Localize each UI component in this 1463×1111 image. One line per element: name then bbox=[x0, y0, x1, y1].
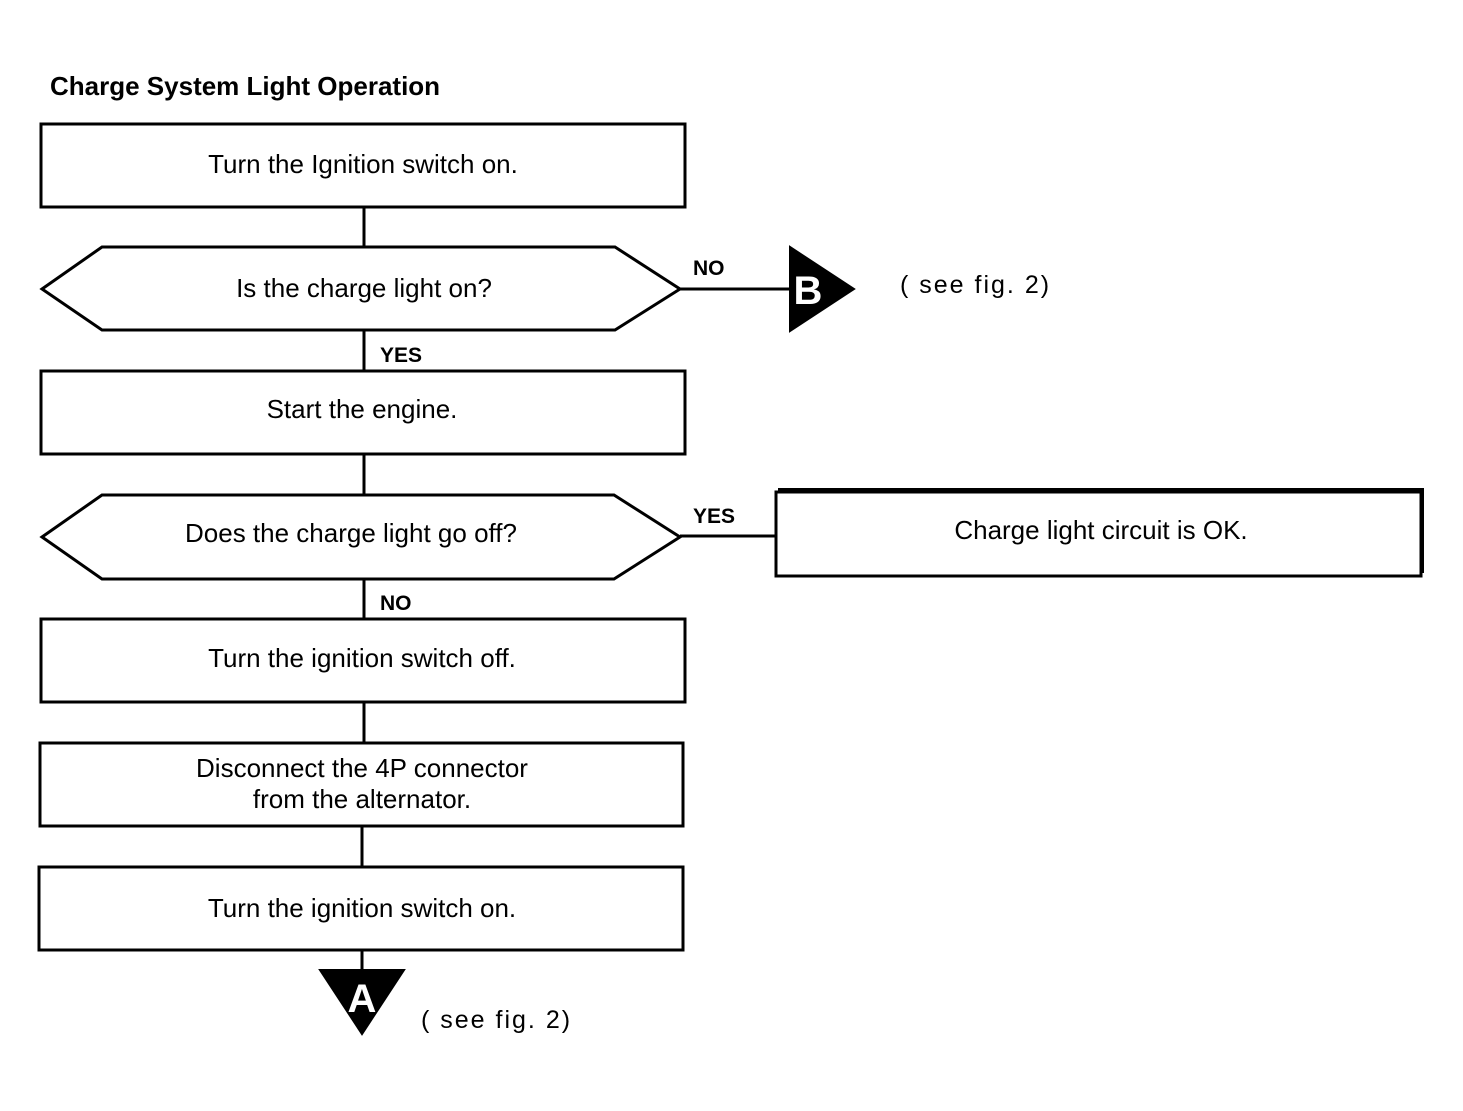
label-decision1-yes: YES bbox=[380, 344, 422, 367]
decision-text-charge-light-on: Is the charge light on? bbox=[236, 273, 492, 303]
flowchart-title: Charge System Light Operation bbox=[50, 71, 440, 101]
label-decision2-no: NO bbox=[380, 592, 412, 615]
process-text-ignition-on-again: Turn the ignition switch on. bbox=[208, 893, 516, 923]
process-text-ignition-on: Turn the Ignition switch on. bbox=[208, 149, 518, 179]
label-decision1-no: NO bbox=[693, 257, 725, 280]
process-box-start-engine bbox=[39, 369, 687, 456]
connector-a-icon bbox=[318, 969, 406, 1036]
process-box-ignition-on bbox=[39, 122, 687, 209]
decision-charge-light-off bbox=[39, 493, 683, 581]
decision-charge-light-on bbox=[39, 245, 683, 332]
process-text-disconnect-line2: from the alternator. bbox=[253, 784, 471, 814]
process-text-start-engine: Start the engine. bbox=[267, 394, 458, 424]
process-box-ignition-off bbox=[39, 617, 687, 704]
process-text-disconnect-line1: Disconnect the 4P connector bbox=[196, 753, 528, 783]
process-box-disconnect-connector bbox=[38, 741, 685, 828]
result-text-circuit-ok: Charge light circuit is OK. bbox=[954, 515, 1247, 545]
connector-b-icon bbox=[789, 245, 856, 333]
connector-b-letter: B bbox=[794, 269, 823, 313]
process-box-ignition-on-again bbox=[37, 865, 685, 952]
connector-b-reference: ( see fig. 2) bbox=[900, 271, 1051, 299]
label-decision2-yes: YES bbox=[693, 505, 735, 528]
decision-text-charge-light-off: Does the charge light go off? bbox=[185, 518, 517, 548]
process-text-ignition-off: Turn the ignition switch off. bbox=[208, 643, 516, 673]
connector-a-reference: ( see fig. 2) bbox=[421, 1006, 572, 1034]
connector-a-letter: A bbox=[348, 977, 377, 1021]
